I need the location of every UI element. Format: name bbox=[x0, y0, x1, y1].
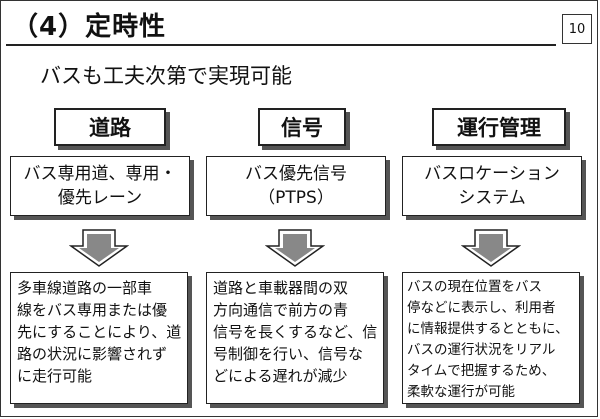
description-line: 多車線道路の一部車 bbox=[17, 279, 153, 297]
slide-title: （4）定時性 bbox=[12, 12, 167, 42]
measure-line: バス専用道、専用・ bbox=[23, 164, 177, 184]
category-box: 運行管理 bbox=[432, 108, 566, 146]
down-arrow-icon bbox=[206, 228, 384, 268]
measure-box: バスロケーション システム bbox=[402, 156, 582, 216]
description-line: 方向通信で前方の青 bbox=[213, 301, 349, 319]
category-label: 運行管理 bbox=[457, 116, 541, 140]
column-signal: 信号 バス優先信号 （PTPS） 道路と車載器間の双 方向通信で前方の青 信号を… bbox=[206, 108, 392, 404]
description-line: 停などに表示し、利用者 bbox=[407, 300, 556, 316]
description-line: に走行可能 bbox=[17, 367, 93, 385]
column-road: 道路 バス専用道、専用・ 優先レーン 多車線道路の一部車 線をバス専用または優 … bbox=[10, 108, 196, 404]
down-arrow-icon bbox=[402, 228, 580, 268]
measure-line: バス優先信号 bbox=[245, 164, 347, 184]
description-line: 信号を長くするなど、信 bbox=[213, 323, 378, 341]
description-line: タイムで把握するため、 bbox=[407, 363, 556, 379]
measure-box: バス専用道、専用・ 優先レーン bbox=[10, 156, 190, 216]
description-line: 号制御を行い、信号な bbox=[213, 345, 364, 363]
measure-line: 優先レーン bbox=[57, 188, 143, 208]
description-line: バスの現在位置をバス bbox=[407, 279, 542, 295]
down-arrow-icon bbox=[10, 228, 188, 268]
description-line: 線をバス専用または優 bbox=[17, 301, 168, 319]
measure-line: システム bbox=[458, 188, 526, 208]
measure-box: バス優先信号 （PTPS） bbox=[206, 156, 386, 216]
description-box: 多車線道路の一部車 線をバス専用または優 先にすることにより、道 路の状況に影響… bbox=[10, 272, 188, 404]
description-line: 路の状況に影響されず bbox=[17, 345, 168, 363]
description-box: 道路と車載器間の双 方向通信で前方の青 信号を長くするなど、信 号制御を行い、信… bbox=[206, 272, 384, 404]
category-label: 道路 bbox=[89, 116, 131, 140]
category-label: 信号 bbox=[281, 116, 323, 140]
description-line: に情報提供するとともに、 bbox=[407, 321, 569, 337]
page-number: 10 bbox=[562, 14, 592, 44]
description-line: 柔軟な運行が可能 bbox=[407, 384, 515, 400]
title-underline bbox=[6, 44, 556, 46]
category-box: 信号 bbox=[258, 108, 346, 146]
column-operation-management: 運行管理 バスロケーション システム バスの現在位置をバス 停などに表示し、利用… bbox=[402, 108, 588, 404]
description-line: どによる遅れが減少 bbox=[213, 367, 348, 385]
description-line: 道路と車載器間の双 bbox=[213, 279, 349, 297]
description-box: バスの現在位置をバス 停などに表示し、利用者 に情報提供するとともに、 バスの運… bbox=[402, 272, 580, 404]
category-box: 道路 bbox=[54, 108, 166, 146]
measure-line: （PTPS） bbox=[258, 188, 334, 208]
description-line: バスの運行状況をリアル bbox=[407, 342, 556, 358]
description-line: 先にすることにより、道 bbox=[17, 323, 182, 341]
slide-subtitle: バスも工夫次第で実現可能 bbox=[40, 64, 292, 88]
measure-line: バスロケーション bbox=[424, 164, 560, 184]
